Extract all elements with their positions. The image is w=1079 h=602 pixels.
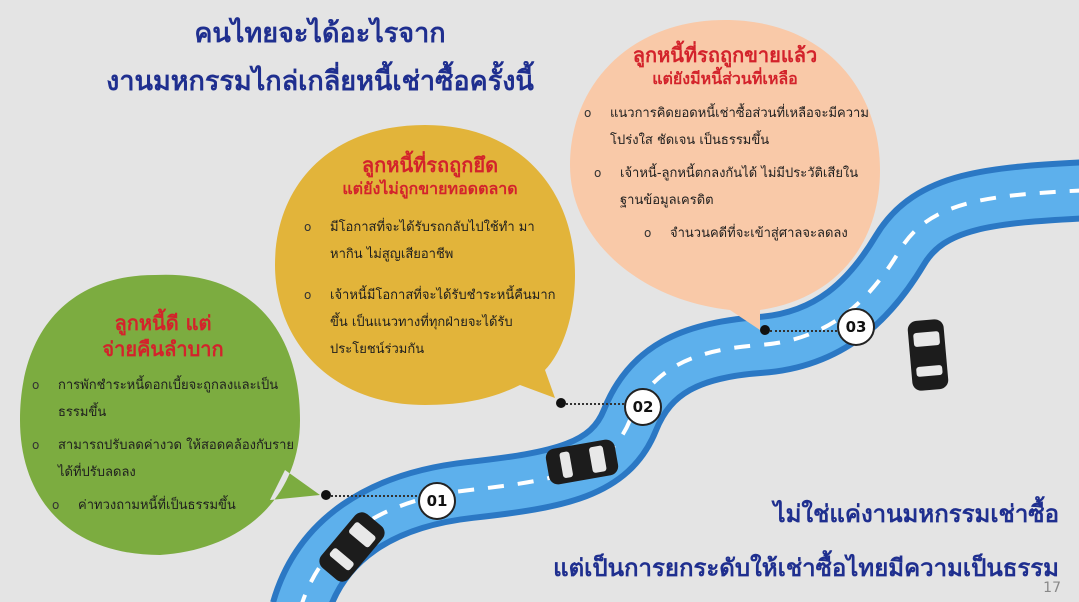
panel-3-heading-1: ลูกหนี้ที่รถถูกขายแล้ว: [632, 43, 818, 67]
closing-line-2: แต่เป็นการยกระดับให้เช่าซื้อไทยมีความเป็…: [553, 554, 1059, 582]
stop-marker-01: 01: [418, 482, 456, 520]
panel-1-item-1: o การพักชำระหนี้ดอกเบี้ยจะถูกลงและเป็นธร…: [28, 372, 298, 426]
panel-3-item-2: o เจ้าหนี้-ลูกหนี้ตกลงกันได้ ไม่มีประวัต…: [580, 160, 870, 214]
stop-2-leader: [566, 403, 624, 405]
bullet-icon: o: [304, 288, 312, 302]
panel-1-item-3: o ค่าทวงถามหนี้ที่เป็นธรรมขึ้น: [28, 492, 298, 519]
panel-repossessed: ลูกหนี้ที่รถถูกยึด แต่ยังไม่ถูกขายทอดตลา…: [300, 152, 560, 363]
panel-2-item-2: o เจ้าหนี้มีโอกาสที่จะได้รับชำระหนี้คืนม…: [300, 282, 560, 363]
bullet-icon: o: [594, 166, 602, 180]
stop-marker-03: 03: [837, 308, 875, 346]
panel-1-item-3-text: ค่าทวงถามหนี้ที่เป็นธรรมขึ้น: [78, 498, 236, 513]
panel-sold: ลูกหนี้ที่รถถูกขายแล้ว แต่ยังมีหนี้ส่วนท…: [580, 42, 870, 247]
panel-2-heading-1: ลูกหนี้ที่รถถูกยึด: [361, 153, 499, 177]
stop-3-dot: [760, 325, 770, 335]
panel-1-item-2-text: สามารถปรับลดค่างวด ให้สอดคล้องกับรายได้ท…: [58, 438, 295, 480]
panel-2-heading-2: แต่ยังไม่ถูกขายทอดตลาด: [342, 179, 518, 198]
car-icon-3: [907, 319, 949, 391]
bubble-peach: [570, 20, 880, 330]
closing-line-1: ไม่ใช่แค่งานมหกรรมเช่าซื้อ: [773, 500, 1059, 528]
panel-3-item-1-text: แนวการคิดยอดหนี้เช่าซื้อส่วนที่เหลือจะมี…: [610, 106, 869, 148]
panel-good-debtor: ลูกหนี้ดี แต่ จ่ายคืนลำบาก o การพักชำระห…: [28, 310, 298, 519]
stop-1-dot: [321, 490, 331, 500]
page-title: คนไทยจะได้อะไรจาก งานมหกรรมไกล่เกลี่ยหนี…: [70, 12, 570, 104]
panel-3-item-1: o แนวการคิดยอดหนี้เช่าซื้อส่วนที่เหลือจะ…: [580, 100, 870, 154]
bullet-icon: o: [644, 226, 652, 240]
car-icon-2: [545, 439, 619, 485]
stop-2-dot: [556, 398, 566, 408]
panel-2-item-1: o มีโอกาสที่จะได้รับรถกลับไปใช้ทำ มาหากิ…: [300, 214, 560, 268]
title-line-1: คนไทยจะได้อะไรจาก: [194, 18, 446, 49]
stop-3-leader: [770, 330, 837, 332]
bullet-icon: o: [32, 378, 40, 392]
panel-3-item-3: o จำนวนคดีที่จะเข้าสู่ศาลจะลดลง: [580, 220, 870, 247]
stop-marker-02: 02: [624, 388, 662, 426]
panel-1-item-2: o สามารถปรับลดค่างวด ให้สอดคล้องกับรายได…: [28, 432, 298, 486]
bullet-icon: o: [32, 438, 40, 452]
panel-2-item-2-text: เจ้าหนี้มีโอกาสที่จะได้รับชำระหนี้คืนมาก…: [330, 288, 556, 357]
stop-1-leader: [331, 495, 417, 497]
title-line-2: งานมหกรรมไกล่เกลี่ยหนี้เช่าซื้อครั้งนี้: [106, 66, 534, 97]
bubble-green: [20, 274, 320, 555]
bubble-yellow: [275, 125, 575, 405]
panel-3-item-3-text: จำนวนคดีที่จะเข้าสู่ศาลจะลดลง: [670, 226, 848, 241]
panel-2-item-1-text: มีโอกาสที่จะได้รับรถกลับไปใช้ทำ มาหากิน …: [330, 220, 535, 262]
panel-1-item-1-text: การพักชำระหนี้ดอกเบี้ยจะถูกลงและเป็นธรรม…: [58, 378, 279, 420]
bullet-icon: o: [584, 106, 592, 120]
bullet-icon: o: [52, 498, 60, 512]
car-icon-1: [319, 512, 385, 582]
bullet-icon: o: [304, 220, 312, 234]
panel-1-heading-2: จ่ายคืนลำบาก: [102, 337, 224, 361]
panel-1-heading-1: ลูกหนี้ดี แต่: [114, 311, 212, 335]
page-number: 17: [1043, 580, 1061, 596]
panel-3-item-2-text: เจ้าหนี้-ลูกหนี้ตกลงกันได้ ไม่มีประวัติเ…: [620, 166, 859, 208]
panel-3-heading-2: แต่ยังมีหนี้ส่วนที่เหลือ: [652, 69, 798, 88]
